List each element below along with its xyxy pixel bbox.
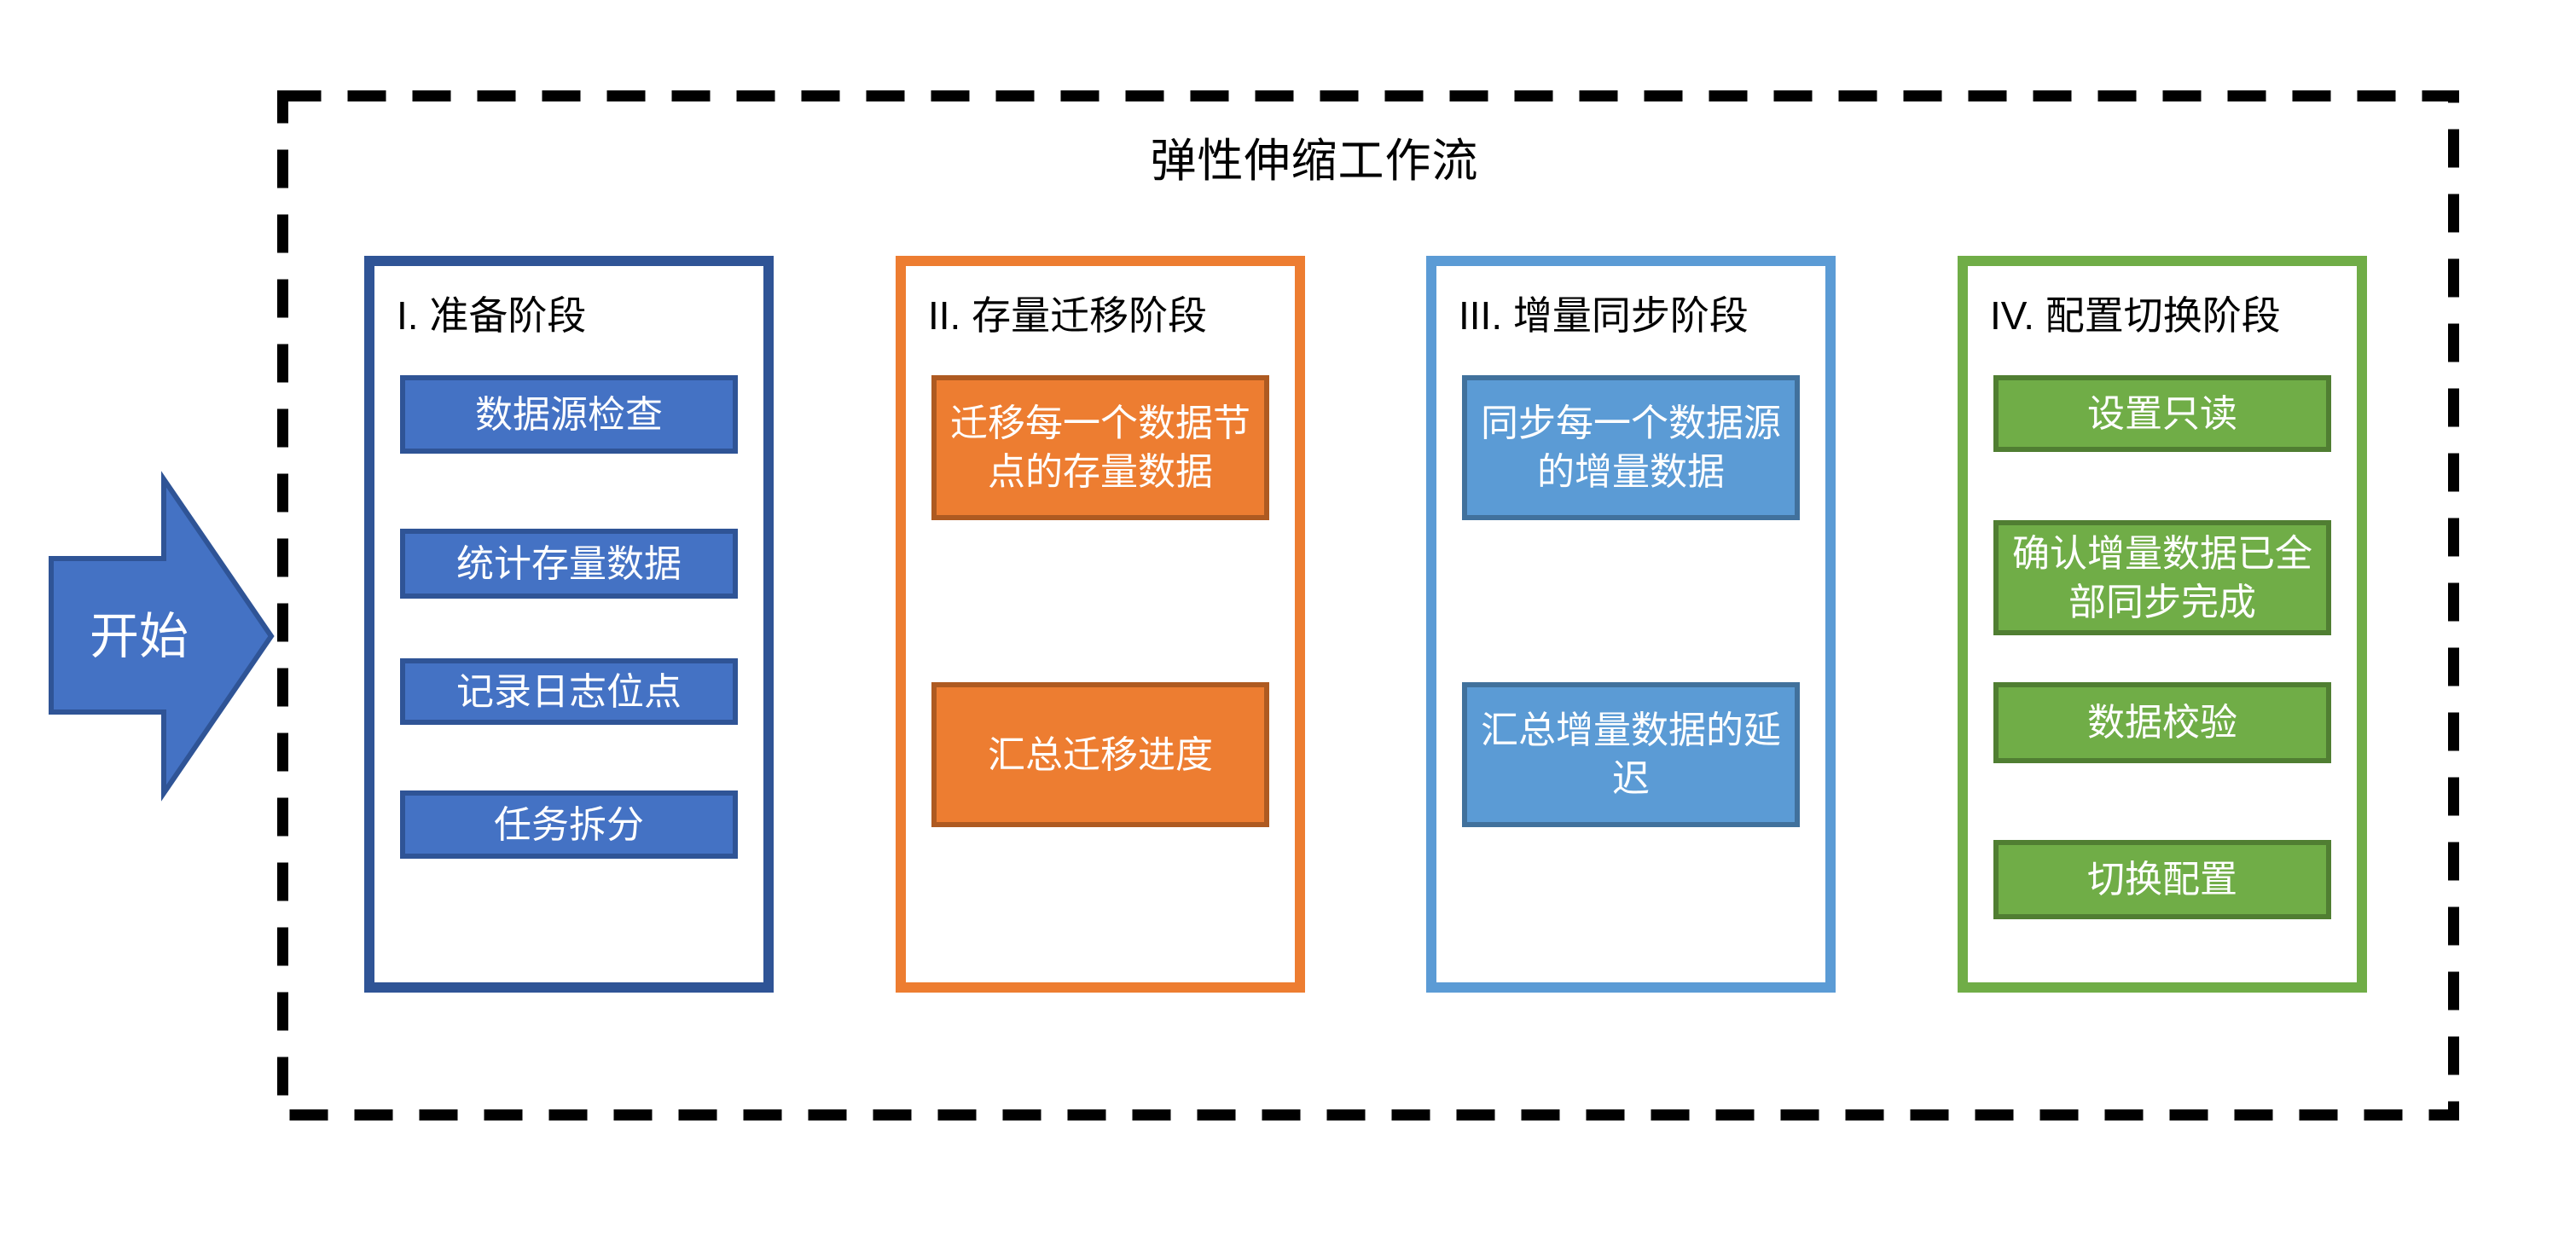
- phase-1-step-2: 统计存量数据: [400, 529, 738, 599]
- diagram-title: 弹性伸缩工作流: [1150, 136, 1479, 187]
- phase-2-panel: II. 存量迁移阶段 迁移每一个数据节点的存量数据 汇总迁移进度: [896, 256, 1305, 993]
- phase-1-panel: I. 准备阶段 数据源检查 统计存量数据 记录日志位点 任务拆分: [364, 256, 774, 993]
- phase-3-step-2: 汇总增量数据的延迟: [1462, 682, 1800, 827]
- phase-4-step-3: 数据校验: [1993, 682, 2331, 763]
- phase-1-step-1: 数据源检查: [400, 375, 738, 454]
- phase-4-step-4: 切换配置: [1993, 840, 2331, 919]
- phase-1-step-4: 任务拆分: [400, 790, 738, 859]
- phase-1-header: I. 准备阶段: [397, 293, 587, 338]
- phase-3-panel: III. 增量同步阶段 同步每一个数据源的增量数据 汇总增量数据的延迟: [1426, 256, 1836, 993]
- phase-4-header: IV. 配置切换阶段: [1990, 293, 2281, 338]
- phase-2-header: II. 存量迁移阶段: [928, 293, 1208, 338]
- phase-3-header: III. 增量同步阶段: [1459, 293, 1749, 338]
- phase-4-step-1: 设置只读: [1993, 375, 2331, 452]
- start-label: 开始: [90, 609, 189, 664]
- phase-3-step-1: 同步每一个数据源的增量数据: [1462, 375, 1800, 520]
- phase-2-step-2: 汇总迁移进度: [931, 682, 1269, 827]
- phase-1-step-3: 记录日志位点: [400, 658, 738, 725]
- start-arrow: [49, 471, 275, 802]
- phase-2-step-1: 迁移每一个数据节点的存量数据: [931, 375, 1269, 520]
- phase-4-panel: IV. 配置切换阶段 设置只读 确认增量数据已全部同步完成 数据校验 切换配置: [1958, 256, 2367, 993]
- dashed-boundary: [277, 90, 2459, 1120]
- phase-4-step-2: 确认增量数据已全部同步完成: [1993, 520, 2331, 635]
